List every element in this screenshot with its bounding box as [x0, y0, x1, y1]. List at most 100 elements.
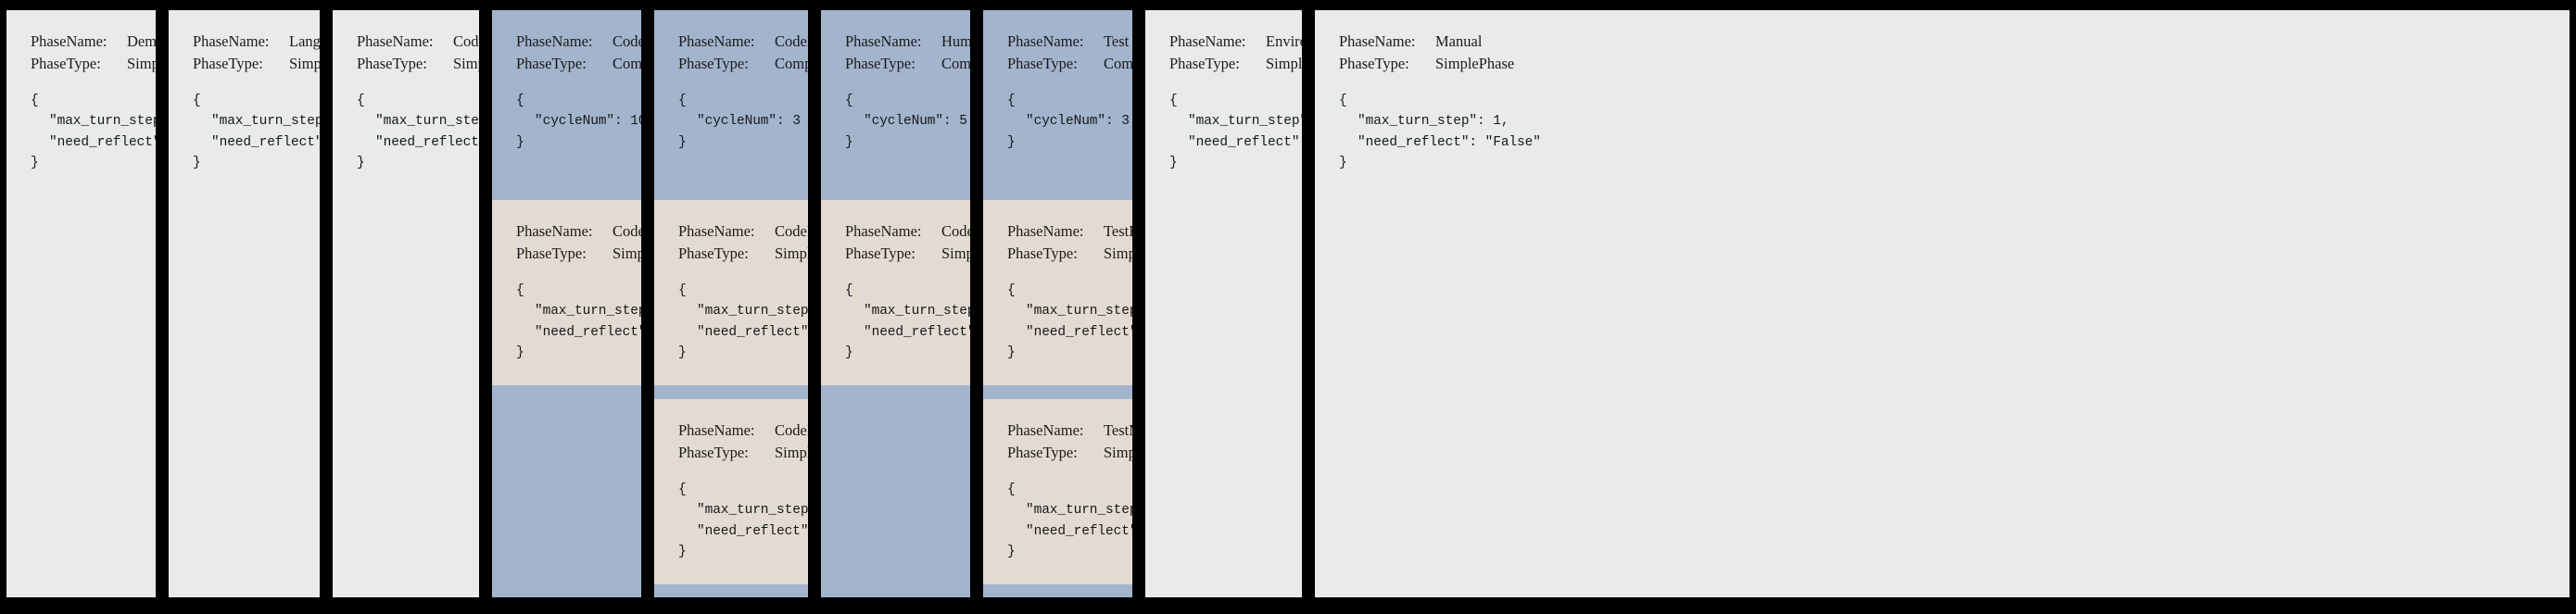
phase-meta-row: PhaseType:SimplePhase — [31, 53, 156, 75]
phase-meta-row: PhaseName:CodeReviewModification — [678, 420, 808, 442]
composed-phase-header[interactable]: PhaseName:TestPhaseType:ComposedPhase{"c… — [983, 10, 1132, 200]
phase-name-value: EnvironmentDoc — [1266, 32, 1307, 50]
phase-config-json: {"max_turn_step": 1,"need_reflect": "Fal… — [845, 281, 970, 364]
composed-phase-filler — [821, 385, 970, 597]
phase-type-label: PhaseType: — [1169, 54, 1240, 72]
config-line: "need_reflect": "False" — [375, 134, 486, 150]
phase-meta-row: PhaseType: SimplePhase — [1169, 53, 1302, 75]
phase-card-codereview[interactable]: PhaseName:CodeReviewPhaseType:ComposedPh… — [648, 0, 814, 614]
phase-config-json: {"cycleNum": 3} — [1007, 91, 1132, 153]
phase-card-environmentdoc[interactable]: PhaseName:EnvironmentDocPhaseType: Simple… — [1139, 0, 1308, 614]
config-line: "cycleNum": 10 — [535, 114, 647, 130]
config-line: { — [1339, 93, 1347, 108]
config-line: } — [1007, 345, 1016, 361]
config-line: } — [678, 545, 687, 560]
config-line: { — [1007, 282, 1016, 298]
phase-name-label: PhaseName: — [845, 32, 922, 50]
phase-config-json: {"max_turn_step": -1,"need_reflect": "Tr… — [31, 91, 156, 174]
config-line: } — [1339, 156, 1347, 171]
phase-card-demandanalysis[interactable]: PhaseName:DemandAnalysisPhaseType:Simple… — [0, 0, 162, 614]
composed-phase-header[interactable]: PhaseName:HumanAgentInteractionPhaseType… — [821, 10, 970, 200]
simple-phase-pane[interactable]: PhaseName:LanguageChoosePhaseType:Simple… — [169, 10, 320, 597]
config-line: { — [1007, 482, 1016, 497]
phase-config-json: {"cycleNum": 10} — [516, 91, 641, 153]
child-phase-pane[interactable]: PhaseName:TestModificationPhaseType:Simp… — [983, 399, 1132, 584]
simple-phase-pane[interactable]: PhaseName:EnvironmentDocPhaseType: Simple… — [1145, 10, 1302, 597]
phase-type-value: SimplePhase — [1266, 54, 1303, 72]
phase-name-value: Coding — [453, 32, 484, 50]
simple-phase-pane[interactable]: PhaseName:DemandAnalysisPhaseType:Simple… — [6, 10, 156, 597]
phase-name-value: Manual — [1435, 32, 1483, 50]
phase-name-value: HumanAgentInteraction — [941, 32, 972, 50]
phase-name-value: CodeReviewModification — [775, 421, 814, 439]
phase-type-value: SimplePhase — [127, 54, 162, 72]
phase-meta-row: PhaseType:SimplePhase — [357, 53, 479, 75]
config-line: "need_reflect": "False" — [1026, 324, 1139, 340]
child-phase-pane[interactable]: PhaseName:TestErrorSummaryPhaseType:Simp… — [983, 200, 1132, 385]
phase-type-value: ComposedPhase — [941, 54, 972, 72]
phase-config-json: {"max_turn_step": 1,"need_reflect": "Fal… — [1007, 480, 1132, 563]
phase-type-label: PhaseType: — [1339, 54, 1409, 72]
phase-type-value: SimplePhase — [775, 244, 812, 262]
config-line: "max_turn_step": -1, — [49, 114, 161, 130]
config-line: "max_turn_step": 1, — [535, 304, 647, 320]
child-phase-pane[interactable]: PhaseName:CodeReviewHumanPhaseType:Simpl… — [821, 200, 970, 385]
phase-card-coding[interactable]: PhaseName:CodingPhaseType:SimplePhase{"m… — [326, 0, 486, 614]
config-line: "need_reflect": "True" — [1188, 134, 1308, 150]
phase-meta-row: PhaseName:CodeReviewHuman — [845, 220, 970, 243]
phase-type-label: PhaseType: — [678, 54, 749, 72]
composed-phase-header[interactable]: PhaseName:CodeReviewPhaseType:ComposedPh… — [654, 10, 808, 200]
config-line: "max_turn_step": 1, — [1357, 114, 1509, 130]
phase-name-label: PhaseName: — [516, 222, 593, 240]
phase-name-value: CodeReview — [775, 32, 814, 50]
phase-type-label: PhaseType: — [516, 244, 587, 262]
phase-card-codecompleteall[interactable]: PhaseName: CodeCompleteAllPhaseType:Compo… — [486, 0, 648, 614]
config-line: { — [31, 93, 39, 108]
phase-name-label: PhaseName: — [31, 32, 107, 50]
config-line: } — [516, 134, 524, 150]
phase-meta-row: PhaseType:SimplePhase — [845, 243, 970, 265]
phase-name-label: PhaseName: — [845, 222, 922, 240]
composed-phase-header[interactable]: PhaseName:CodeCompleteAllPhaseType:Compo… — [492, 10, 641, 200]
phase-meta-row: PhaseName:EnvironmentDoc — [1169, 31, 1302, 53]
simple-phase-pane[interactable]: PhaseName:CodingPhaseType:SimplePhase{"m… — [333, 10, 479, 597]
phase-type-label: PhaseType: — [31, 54, 101, 72]
config-line: { — [678, 282, 687, 298]
phase-name-value: CodeCompleteAll — [612, 32, 645, 50]
config-line: "max_turn_step": -1, — [211, 114, 326, 130]
composed-phase-filler — [654, 584, 808, 597]
phase-meta-row: PhaseName:CodeReviewComment — [678, 220, 808, 243]
phase-type-value: SimplePhase — [775, 443, 812, 461]
config-line: { — [516, 93, 524, 108]
phase-name-label: PhaseName: — [678, 222, 755, 240]
child-phase-pane[interactable]: PhaseName:CodeReviewCommentPhaseType:Sim… — [654, 200, 808, 385]
phase-name-label: PhaseName: — [193, 32, 270, 50]
config-line: } — [1169, 156, 1178, 171]
child-phase-pane[interactable]: PhaseName:CodeReviewModificationPhaseTyp… — [654, 399, 808, 584]
phase-card-test[interactable]: PhaseName:TestPhaseType:ComposedPhase{"c… — [977, 0, 1139, 614]
child-phase-pane[interactable]: PhaseName:CodeCompletePhaseType:SimplePh… — [492, 200, 641, 385]
phase-meta-row: PhaseType:ComposedPhase — [516, 53, 641, 75]
phase-meta-row: PhaseType:SimplePhase — [516, 243, 641, 265]
phase-type-label: PhaseType: — [845, 244, 915, 262]
phase-card-humanagentinteraction[interactable]: PhaseName: HumanAgentInteractionPhaseType… — [814, 0, 977, 614]
phase-type-label: PhaseType: — [357, 54, 427, 72]
phase-meta-row: PhaseType:SimplePhase — [1007, 243, 1132, 265]
phase-name-label: PhaseName: — [1007, 32, 1084, 50]
phase-name-label: PhaseName: — [1007, 222, 1084, 240]
phase-config-json: {"max_turn_step": 1,"need_reflect": "Fal… — [1339, 91, 2570, 174]
config-line: { — [1169, 93, 1178, 108]
phase-meta-row: PhaseType:ComposedPhase — [1007, 53, 1132, 75]
config-line: } — [31, 156, 39, 171]
phase-name-label: PhaseName: — [678, 421, 755, 439]
config-line: { — [357, 93, 365, 108]
config-line: "need_reflect": "False" — [864, 324, 977, 340]
phase-type-value: SimplePhase — [1104, 443, 1139, 461]
phase-card-languagechoose[interactable]: PhaseName:LanguageChoosePhaseType:Simple… — [162, 0, 326, 614]
config-line: } — [1007, 545, 1016, 560]
phase-meta-row: PhaseType:SimplePhase — [193, 53, 320, 75]
config-line: } — [516, 345, 524, 361]
phase-type-value: SimplePhase — [289, 54, 326, 72]
